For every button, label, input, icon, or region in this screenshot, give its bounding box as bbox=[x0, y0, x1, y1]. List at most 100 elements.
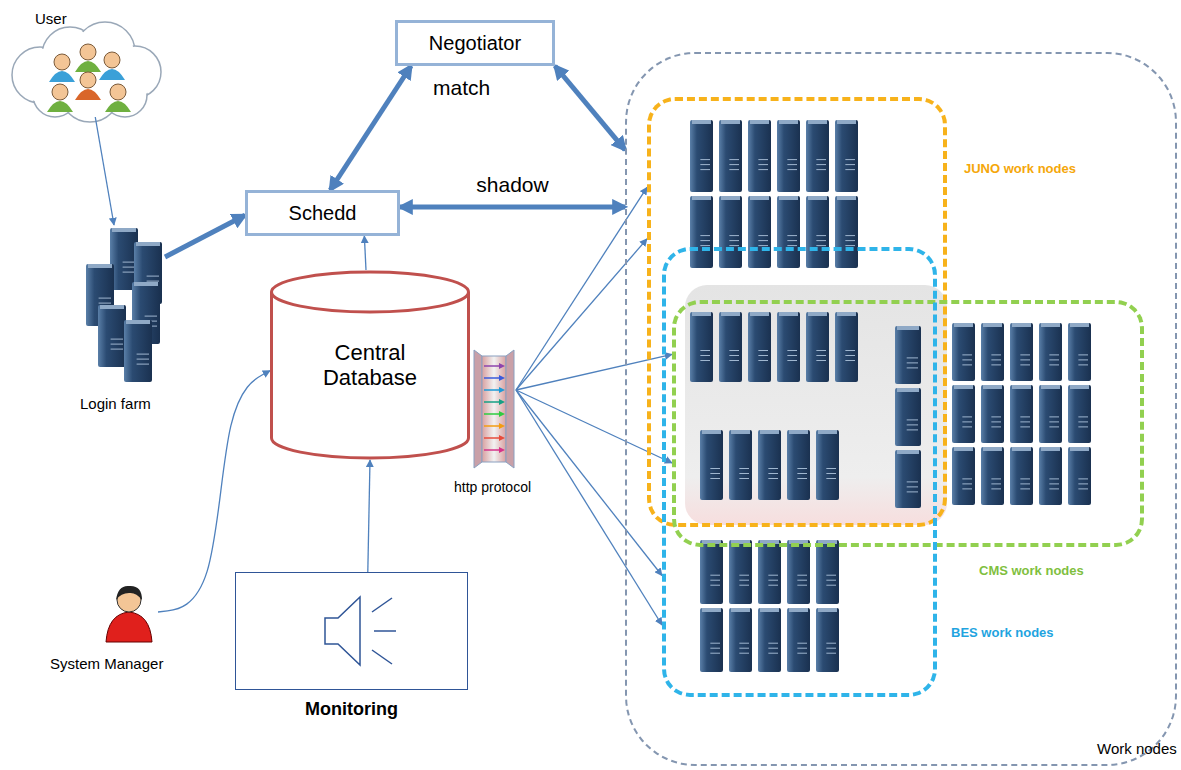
node-text: Negotiator bbox=[429, 32, 521, 55]
server-vent bbox=[768, 468, 778, 469]
server-icon bbox=[1068, 385, 1091, 443]
server-vent bbox=[758, 355, 768, 356]
server-vent bbox=[123, 272, 135, 273]
server-body bbox=[1068, 323, 1091, 381]
server-vent bbox=[768, 473, 778, 474]
server-vent bbox=[111, 339, 123, 340]
server-vent bbox=[787, 240, 797, 241]
server-vent bbox=[768, 653, 778, 654]
node-text: BES work nodes bbox=[951, 626, 1054, 641]
server-vent bbox=[758, 235, 768, 236]
server-top bbox=[731, 608, 750, 612]
server-top bbox=[779, 196, 798, 200]
server-body bbox=[690, 196, 713, 268]
server-vent bbox=[729, 350, 739, 351]
firewall-panel bbox=[506, 350, 514, 468]
server-vent bbox=[816, 169, 826, 170]
server-body bbox=[1039, 385, 1062, 443]
cylinder-body bbox=[272, 292, 469, 458]
server-vent bbox=[729, 360, 739, 361]
server-vent bbox=[816, 159, 826, 160]
server-vent bbox=[99, 298, 111, 299]
server-vent bbox=[962, 354, 972, 355]
server-vent bbox=[991, 354, 1001, 355]
server-body bbox=[952, 385, 975, 443]
node-text: User bbox=[35, 10, 67, 27]
connector bbox=[330, 66, 411, 190]
server-vent bbox=[845, 245, 855, 246]
server-top bbox=[779, 312, 798, 316]
server-vent bbox=[962, 478, 972, 479]
server-body bbox=[895, 388, 921, 446]
server-vent bbox=[1020, 426, 1030, 427]
server-body bbox=[690, 312, 713, 382]
server-icon bbox=[816, 540, 839, 604]
server-vent bbox=[1049, 359, 1059, 360]
server-vent bbox=[111, 349, 123, 350]
cylinder-top bbox=[272, 272, 469, 312]
server-vent bbox=[845, 159, 855, 160]
server-icon bbox=[748, 120, 771, 192]
server-icon bbox=[700, 540, 723, 604]
server-vent bbox=[1078, 421, 1088, 422]
server-icon bbox=[806, 196, 829, 268]
server-vent bbox=[962, 426, 972, 427]
server-vent bbox=[700, 159, 710, 160]
server-icon bbox=[98, 305, 126, 367]
server-icon bbox=[700, 430, 723, 500]
server-icon bbox=[806, 312, 829, 382]
server-vent bbox=[1049, 421, 1059, 422]
server-vent bbox=[991, 483, 1001, 484]
server-icon bbox=[758, 540, 781, 604]
server-icon bbox=[1039, 385, 1062, 443]
server-body bbox=[690, 120, 713, 192]
server-vent bbox=[1020, 421, 1030, 422]
server-vent bbox=[700, 235, 710, 236]
server-icon bbox=[690, 312, 713, 382]
firewall-arrow bbox=[484, 437, 500, 439]
server-vent bbox=[962, 359, 972, 360]
server-icon bbox=[981, 385, 1004, 443]
server-top bbox=[1041, 385, 1060, 389]
server-body bbox=[110, 228, 138, 290]
server-vent bbox=[816, 235, 826, 236]
server-vent bbox=[729, 240, 739, 241]
server-body bbox=[98, 305, 126, 367]
cms-region: CMS work nodes bbox=[672, 300, 1144, 547]
server-body bbox=[952, 323, 975, 381]
server-vent bbox=[710, 478, 720, 479]
user-cloud: User bbox=[10, 32, 165, 117]
server-vent bbox=[816, 350, 826, 351]
server-body bbox=[729, 430, 752, 500]
server-top bbox=[721, 312, 740, 316]
server-vent bbox=[845, 355, 855, 356]
server-top bbox=[692, 196, 711, 200]
connector bbox=[364, 236, 366, 270]
server-top bbox=[760, 430, 779, 434]
server-vent bbox=[739, 580, 749, 581]
server-icon bbox=[787, 430, 810, 500]
server-vent bbox=[1020, 416, 1030, 417]
server-vent bbox=[1078, 478, 1088, 479]
server-vent bbox=[710, 643, 720, 644]
connector bbox=[165, 215, 245, 257]
server-top bbox=[983, 385, 1002, 389]
node-text: Schedd bbox=[289, 202, 357, 225]
server-vent bbox=[787, 355, 797, 356]
connector bbox=[516, 239, 647, 390]
server-top bbox=[692, 120, 711, 124]
server-top bbox=[112, 228, 136, 232]
server-body bbox=[1068, 447, 1091, 505]
server-icon bbox=[1039, 323, 1062, 381]
server-icon bbox=[729, 608, 752, 672]
server-vent bbox=[123, 267, 135, 268]
server-vent bbox=[907, 367, 918, 368]
server-vent bbox=[1078, 359, 1088, 360]
server-vent bbox=[137, 364, 149, 365]
server-body bbox=[806, 312, 829, 382]
server-body bbox=[952, 447, 975, 505]
server-icon bbox=[110, 228, 138, 290]
server-body bbox=[787, 430, 810, 500]
